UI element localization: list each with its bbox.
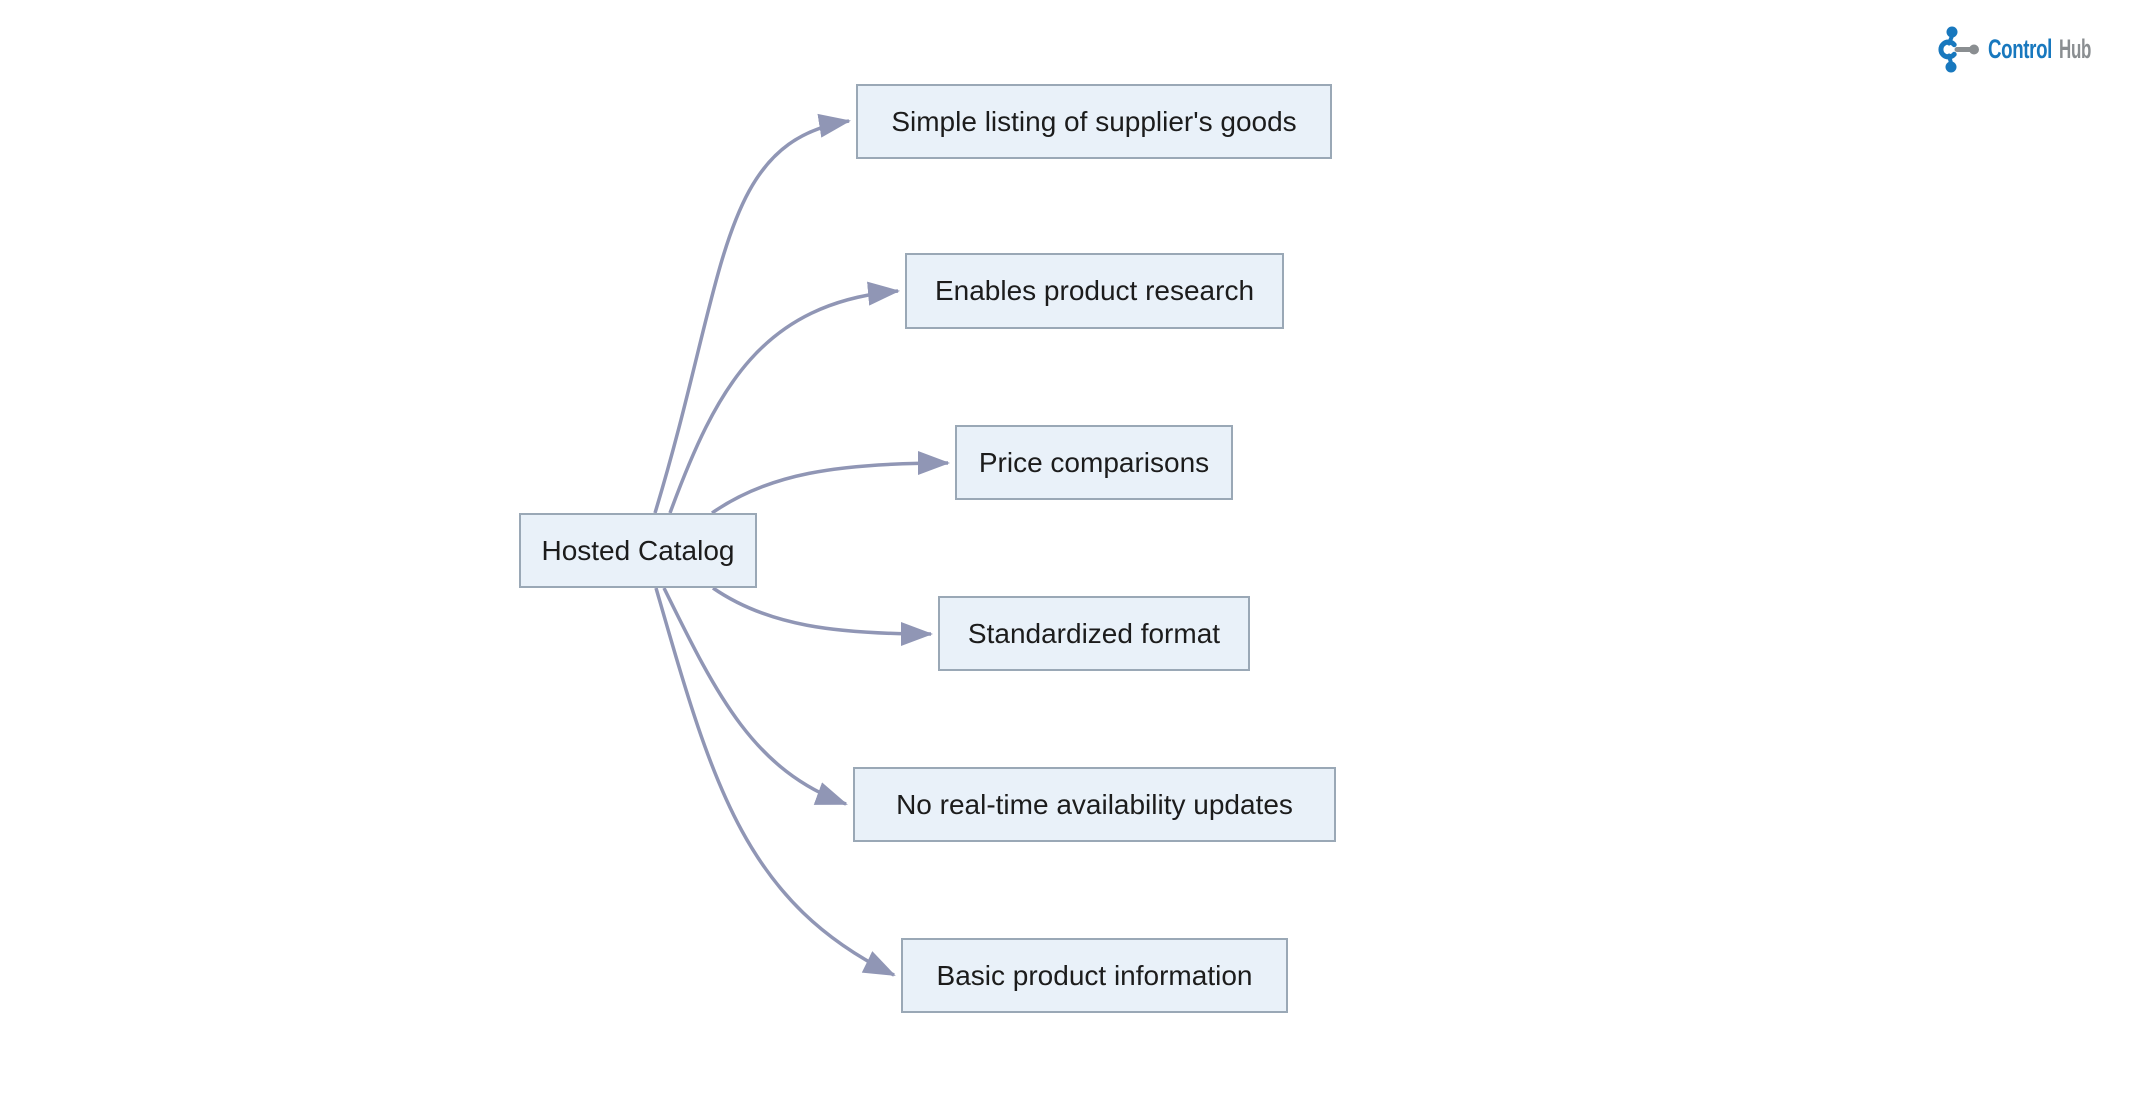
node-price-comparisons: Price comparisons [955,425,1233,500]
edge-root-to-basic-information [654,587,896,977]
hub-network-icon [1938,26,1979,73]
edge-root-to-simple-listing [653,113,851,514]
edge-root-to-product-research [668,281,900,514]
node-label: Price comparisons [978,446,1210,478]
node-no-realtime-updates: No real-time availability updates [853,767,1336,842]
controlhub-logo: Control Hub [1928,20,2118,80]
node-product-research: Enables product research [905,253,1284,329]
node-simple-listing: Simple listing of supplier's goods [856,84,1332,159]
node-label: Basic product information [936,959,1253,991]
edge-root-to-standardized-format [712,586,933,646]
node-hosted-catalog: Hosted Catalog [519,513,757,588]
edge-root-to-price-comparisons [711,451,950,515]
node-label: Enables product research [934,275,1255,306]
node-label: Hosted Catalog [541,534,735,566]
node-basic-information: Basic product information [901,938,1288,1013]
logo-text-hub: Hub [2059,34,2091,64]
node-standardized-format: Standardized format [938,596,1250,671]
node-label: Simple listing of supplier's goods [891,105,1297,137]
logo-wordmark: Control Hub [1988,34,2091,64]
edge-root-to-no-realtime-updates [662,587,848,806]
node-label: Standardized format [967,617,1221,649]
logo-text-control: Control [1988,34,2052,64]
node-label: No real-time availability updates [896,788,1293,820]
